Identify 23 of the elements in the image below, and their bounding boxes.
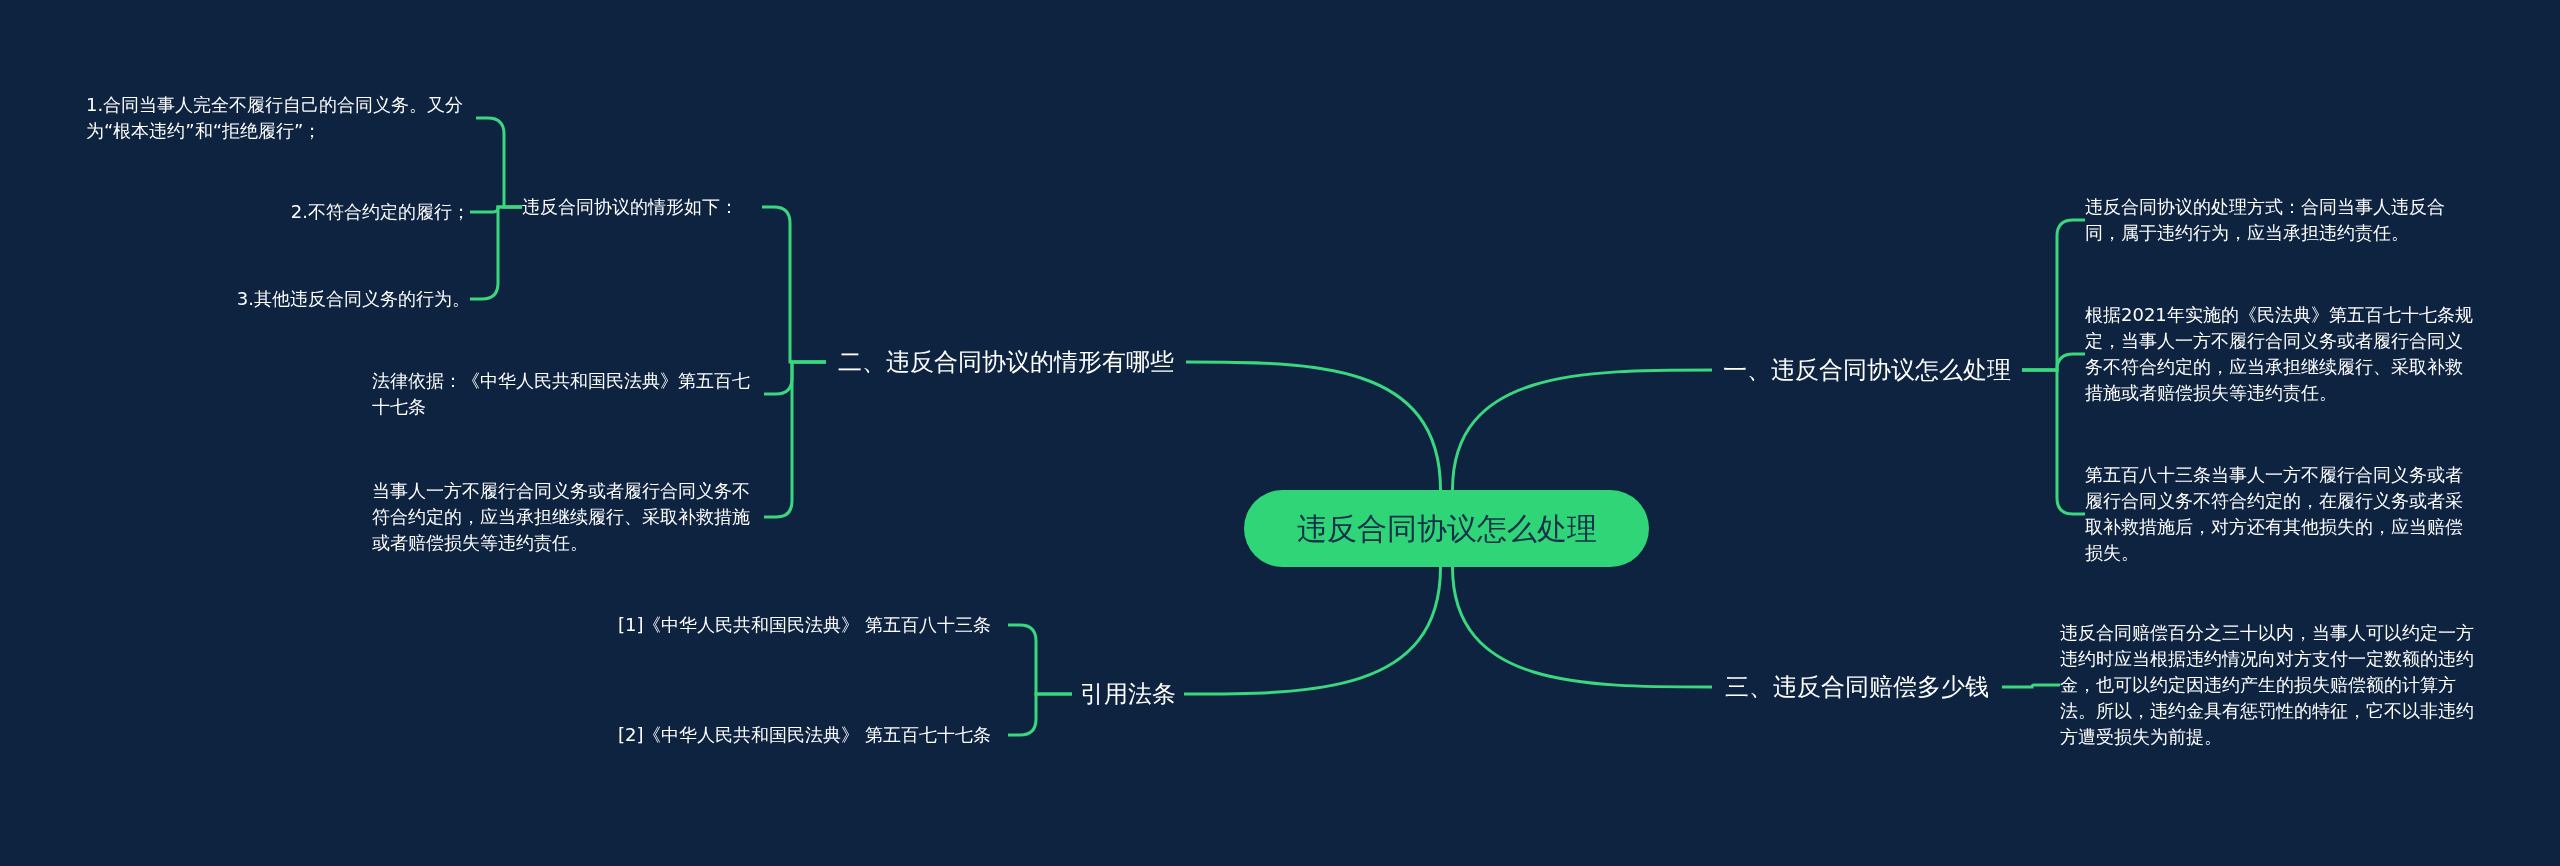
note-text: 3.其他违反合同义务的行为。	[210, 286, 470, 312]
note-text: [2]《中华人民共和国民法典》 第五百七十七条	[618, 722, 1008, 748]
note-text: 2.不符合约定的履行；	[270, 199, 470, 225]
note-text: 当事人一方不履行合同义务或者履行合同义务不符合约定的，应当承担继续履行、采取补救措施或者赔偿损失等违约责任。	[372, 478, 764, 556]
connector-line	[1451, 368, 1712, 491]
connector-line	[1451, 566, 1712, 689]
note-text: [1]《中华人民共和国民法典》 第五百八十三条	[618, 612, 1008, 638]
connector-line	[1186, 360, 1442, 491]
note-text: 法律依据：《中华人民共和国民法典》第五百七十七条	[372, 368, 764, 420]
note-text: 违反合同赔偿百分之三十以内，当事人可以约定一方违约时应当根据违约情况向对方支付一定数额的违约金，也可以约定因违约产生的损失赔偿额的计算方法。所以，违约金具有惩罚性的特征，它不以非违约方遭受损失为前提。	[2060, 620, 2475, 750]
note-text: 违反合同协议的处理方式：合同当事人违反合同，属于违约行为，应当承担违约责任。	[2085, 194, 2480, 246]
note-text: 第五百八十三条当事人一方不履行合同义务或者履行合同义务不符合约定的，在履行义务或者采取补救措施后，对方还有其他损失的，应当赔偿损失。	[2085, 462, 2480, 566]
branch-topic: 三、违反合同赔偿多少钱	[1712, 667, 2002, 707]
connector-line	[1008, 692, 1072, 737]
connector-line	[2002, 683, 2060, 689]
branch-topic: 二、违反合同协议的情形有哪些	[826, 342, 1186, 382]
note-text: 违反合同协议的情形如下：	[522, 194, 762, 220]
connector-line	[1184, 566, 1442, 696]
note-text: 根据2021年实施的《民法典》第五百七十七条规定，当事人一方不履行合同义务或者履行合同义务不符合约定的，应当承担继续履行、采取补救措施或者赔偿损失等违约责任。	[2085, 302, 2480, 406]
note-text: 1.合同当事人完全不履行自己的合同义务。又分为“根本违约”和“拒绝履行”；	[86, 92, 476, 144]
branch-topic: 一、违反合同协议怎么处理	[1712, 350, 2022, 390]
branch-topic: 引用法条	[1072, 674, 1184, 714]
central-topic: 违反合同协议怎么处理	[1244, 490, 1649, 567]
